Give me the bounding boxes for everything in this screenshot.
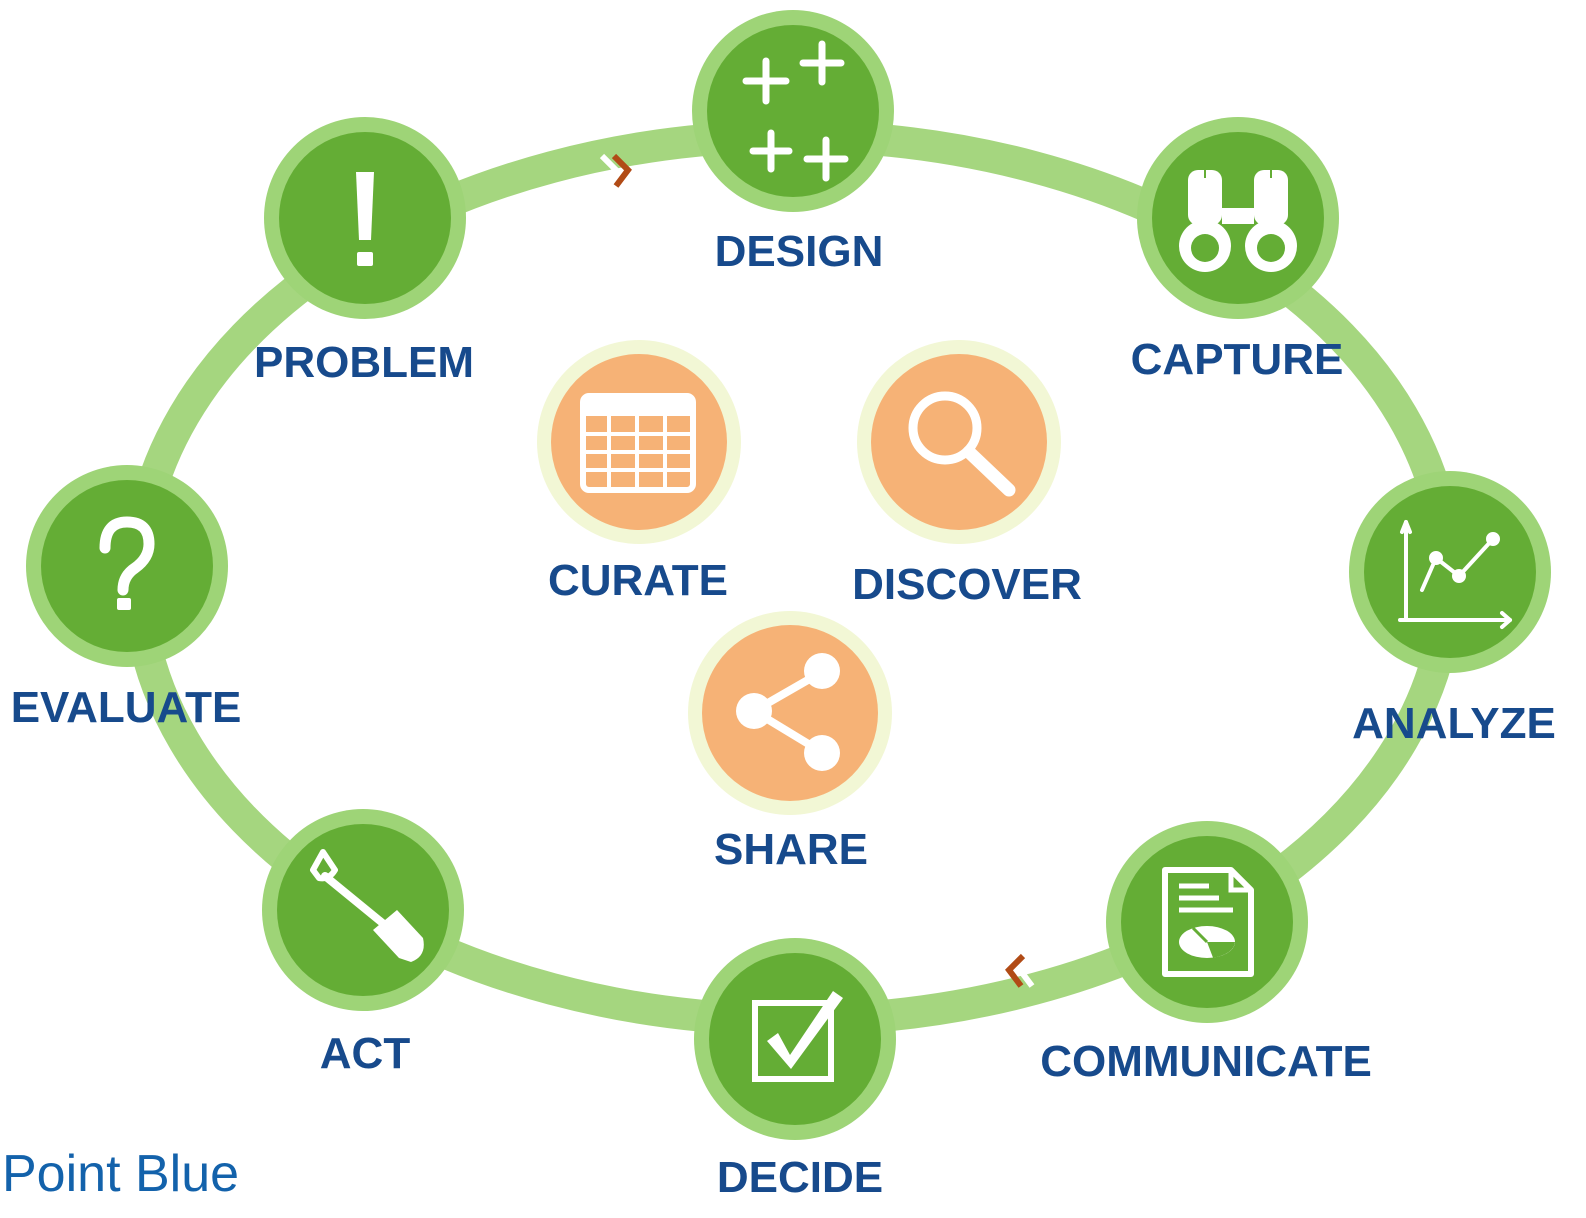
binoculars-icon (1179, 166, 1297, 272)
report-document-icon (1162, 867, 1254, 977)
checkbox-icon (752, 991, 843, 1082)
problem-label: PROBLEM (254, 338, 474, 387)
node-design (692, 10, 894, 212)
shovel-icon (310, 849, 424, 962)
share-label: SHARE (713, 825, 869, 874)
direction-arrow-top (599, 153, 632, 188)
node-problem (264, 117, 466, 319)
line-graph-icon (1398, 520, 1512, 629)
magnifier-icon (908, 391, 1016, 497)
node-capture (1137, 117, 1339, 319)
design-label: DESIGN (714, 227, 884, 276)
table-grid-icon (580, 393, 696, 493)
node-analyze (1349, 471, 1551, 673)
node-evaluate (26, 465, 228, 667)
decide-label: DECIDE (716, 1153, 884, 1202)
plus-signs-icon (742, 40, 849, 182)
node-curate (537, 340, 741, 544)
discover-label: DISCOVER (852, 560, 1082, 609)
curate-label: CURATE (547, 556, 729, 605)
question-mark-icon (99, 516, 155, 610)
node-share (688, 611, 892, 815)
node-decide (694, 938, 896, 1140)
act-label: ACT (319, 1029, 411, 1078)
node-act (262, 809, 464, 1011)
direction-arrow-bottom (1005, 953, 1037, 988)
capture-label: CAPTURE (1130, 335, 1344, 384)
communicate-label: COMMUNICATE (1040, 1037, 1372, 1086)
analyze-label: ANALYZE (1352, 699, 1556, 748)
node-communicate (1106, 821, 1308, 1023)
exclamation-icon (356, 172, 374, 266)
point-blue-logo: Point Blue (2, 1145, 240, 1203)
node-discover (857, 340, 1061, 544)
share-icon (736, 653, 840, 771)
evaluate-label: EVALUATE (10, 683, 242, 732)
